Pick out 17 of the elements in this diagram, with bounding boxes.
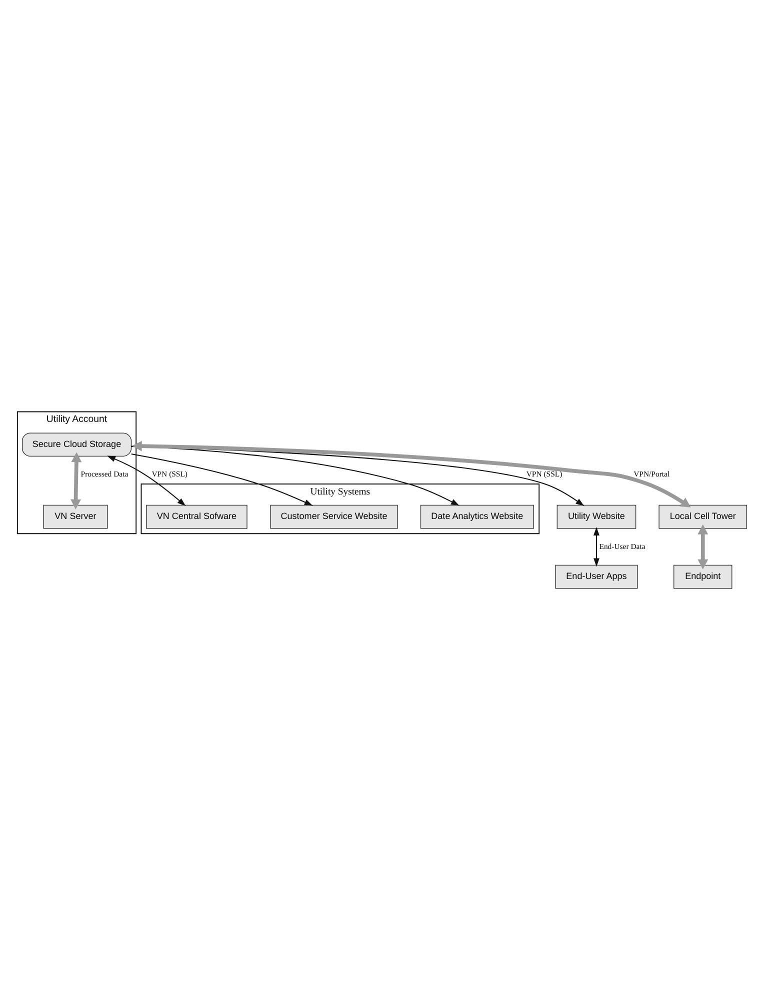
- arrow: [106, 455, 186, 506]
- arrow: [698, 524, 708, 569]
- node-box: Utility Website: [556, 504, 636, 528]
- node-box: Secure Cloud Storage: [22, 432, 132, 456]
- arrow: [70, 452, 82, 509]
- node-box: VN Server: [43, 504, 108, 528]
- node-box: Customer Service Website: [270, 504, 398, 528]
- node-box: End-User Apps: [555, 564, 638, 588]
- node-box: Endpoint: [674, 564, 732, 588]
- arrow: [594, 526, 600, 566]
- node-box: VN Central Sofware: [146, 504, 248, 528]
- arrow: [131, 445, 460, 506]
- arrow: [132, 440, 691, 507]
- node-box: Local Cell Tower: [658, 504, 748, 528]
- node-box: Date Analytics Website: [420, 504, 534, 528]
- arrow: [131, 446, 584, 506]
- arrow: [131, 453, 313, 506]
